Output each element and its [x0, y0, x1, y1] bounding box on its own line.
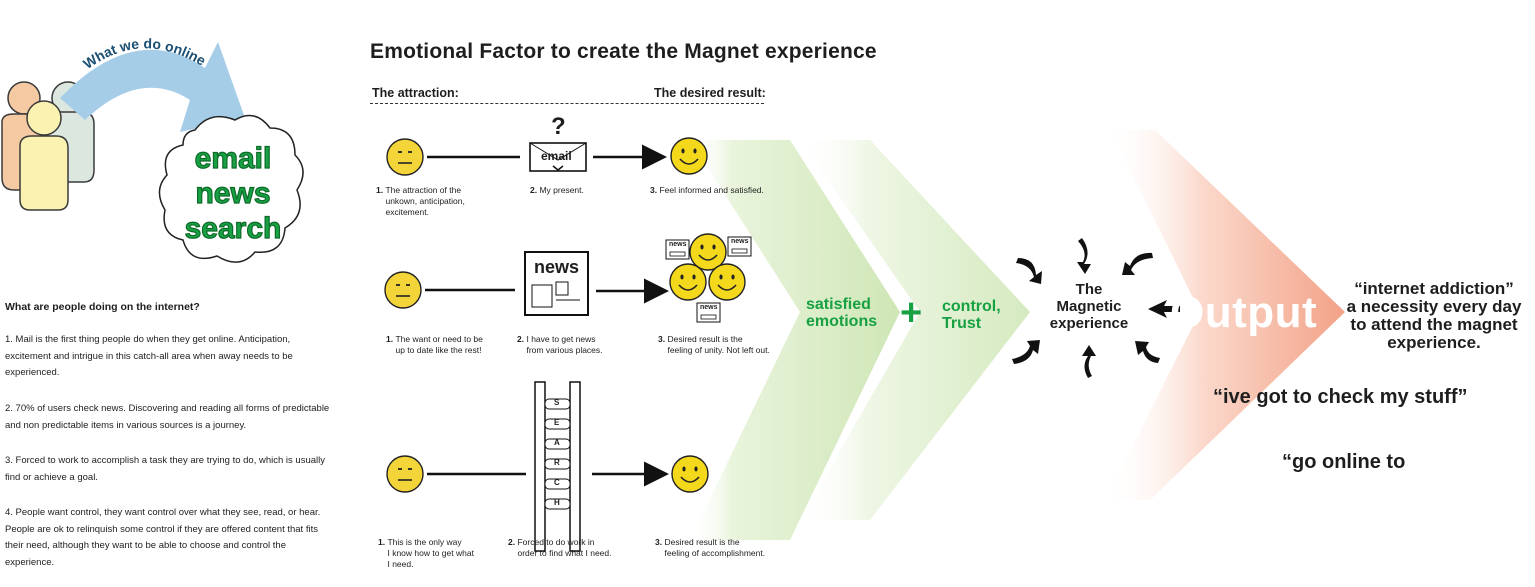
row-1 [386, 137, 708, 176]
cloud-word-news: news [195, 176, 271, 210]
header-dotted-line [370, 103, 764, 104]
mini-news-1 [665, 239, 690, 260]
arrow-right [1148, 300, 1180, 318]
email-envelope-icon [529, 142, 587, 172]
page-title: Emotional Factor to create the Magnet ex… [370, 40, 877, 63]
control-trust-label: control, Trust [942, 298, 1001, 332]
caption-row1-1: 1. The attraction of the unkown, anticip… [376, 185, 465, 217]
happy-face-2b [669, 263, 707, 301]
green-chevron-2 [800, 140, 1030, 520]
caption-text: My present. [539, 185, 584, 195]
quote-check-stuff: “ive got to check my stuff” [1213, 386, 1468, 408]
search-letter-a: A [554, 438, 560, 447]
quote-go-online: “go online to [1282, 451, 1406, 473]
arrow-bottom [1082, 345, 1096, 378]
caption-row2-3: 3. Desired result is the feeling of unit… [658, 334, 770, 355]
satisfied-emotions-label: satisfied emotions [806, 296, 878, 330]
caption-text: I have to get news from various places. [526, 334, 603, 355]
caption-text: Desired result is the feeling of accompl… [664, 537, 766, 558]
caption-row3-1: 1. This is the only way I know how to ge… [378, 537, 474, 569]
search-letter-h: H [554, 498, 560, 507]
quote-internet-addiction: “internet addiction” a necessity every d… [1346, 279, 1522, 352]
cloud-shape [158, 114, 304, 263]
left-question: What are people doing on the internet? [5, 301, 200, 313]
search-ladder-icon [534, 381, 581, 552]
arrow-top-left [1016, 258, 1042, 284]
blue-arc-arrow [60, 42, 245, 132]
output-label: Output [1170, 288, 1318, 337]
caption-text: This is the only way I know how to get w… [387, 537, 474, 569]
green-chevron-1 [690, 140, 900, 540]
arrow-top-right [1122, 252, 1153, 275]
neutral-face-2 [384, 271, 422, 309]
caption-row2-2: 2. I have to get news from various place… [517, 334, 603, 355]
mini-news-2 [727, 236, 752, 257]
email-label: email [541, 149, 572, 163]
caption-text: The attraction of the unkown, anticipati… [385, 185, 465, 217]
mini-news-3 [696, 302, 721, 323]
mini-news-label-3: news [700, 304, 718, 311]
arrow-top [1077, 238, 1091, 274]
happy-group [665, 233, 752, 323]
neutral-face-1 [386, 138, 424, 176]
magnet-arrows [1012, 238, 1180, 378]
plus-sign: + [900, 292, 923, 334]
caption-row1-3: 3. Feel informed and satisfied. [650, 185, 764, 195]
cloud-word-search: search [184, 211, 282, 245]
neutral-face-3 [386, 455, 424, 493]
arrow-bottom-right [1135, 341, 1160, 363]
happy-face-1 [670, 137, 708, 175]
row-3 [386, 381, 709, 552]
salmon-chevron [1105, 130, 1345, 500]
caption-row3-2: 2. Forced to do work in order to find wh… [508, 537, 612, 558]
left-paragraph-2: 2. 70% of users check news. Discovering … [5, 403, 330, 431]
caption-row1-2: 2. My present. [530, 185, 584, 195]
left-paragraph-1: 1. Mail is the first thing people do whe… [5, 334, 293, 378]
news-label: news [534, 257, 580, 277]
search-letter-r: R [554, 458, 560, 467]
happy-face-2c [708, 263, 746, 301]
cloud-words: email news search [178, 141, 288, 246]
caption-text: Forced to do work in order to find what … [517, 537, 612, 558]
header-attraction: The attraction: [372, 86, 459, 100]
search-letter-s: S [554, 398, 560, 407]
happy-face-3 [671, 455, 709, 493]
search-letter-e: E [554, 418, 560, 427]
mini-news-label-1: news [669, 241, 687, 248]
left-paragraph-3: 3. Forced to work to accomplish a task t… [5, 455, 325, 483]
cloud-word-email: email [194, 141, 272, 175]
row-2 [384, 233, 752, 323]
question-mark: ? [551, 113, 566, 140]
caption-text: The want or need to be up to date like t… [395, 334, 483, 355]
caption-row2-1: 1. The want or need to be up to date lik… [386, 334, 483, 355]
caption-text: Desired result is the feeling of unity. … [667, 334, 770, 355]
people-illustration [1, 81, 95, 211]
newspaper-icon [524, 251, 589, 316]
left-paragraph-4: 4. People want control, they want contro… [5, 507, 321, 568]
mini-news-label-2: news [731, 238, 749, 245]
search-letter-c: C [554, 478, 560, 487]
caption-text: Feel informed and satisfied. [659, 185, 764, 195]
online-arc: What we do online [60, 35, 245, 132]
header-result: The desired result: [654, 86, 766, 100]
arrow-bottom-left [1012, 340, 1040, 364]
person-yellow [19, 100, 69, 211]
magnetic-experience-label: The Magnetic experience [1049, 281, 1129, 332]
caption-row3-3: 3. Desired result is the feeling of acco… [655, 537, 766, 558]
